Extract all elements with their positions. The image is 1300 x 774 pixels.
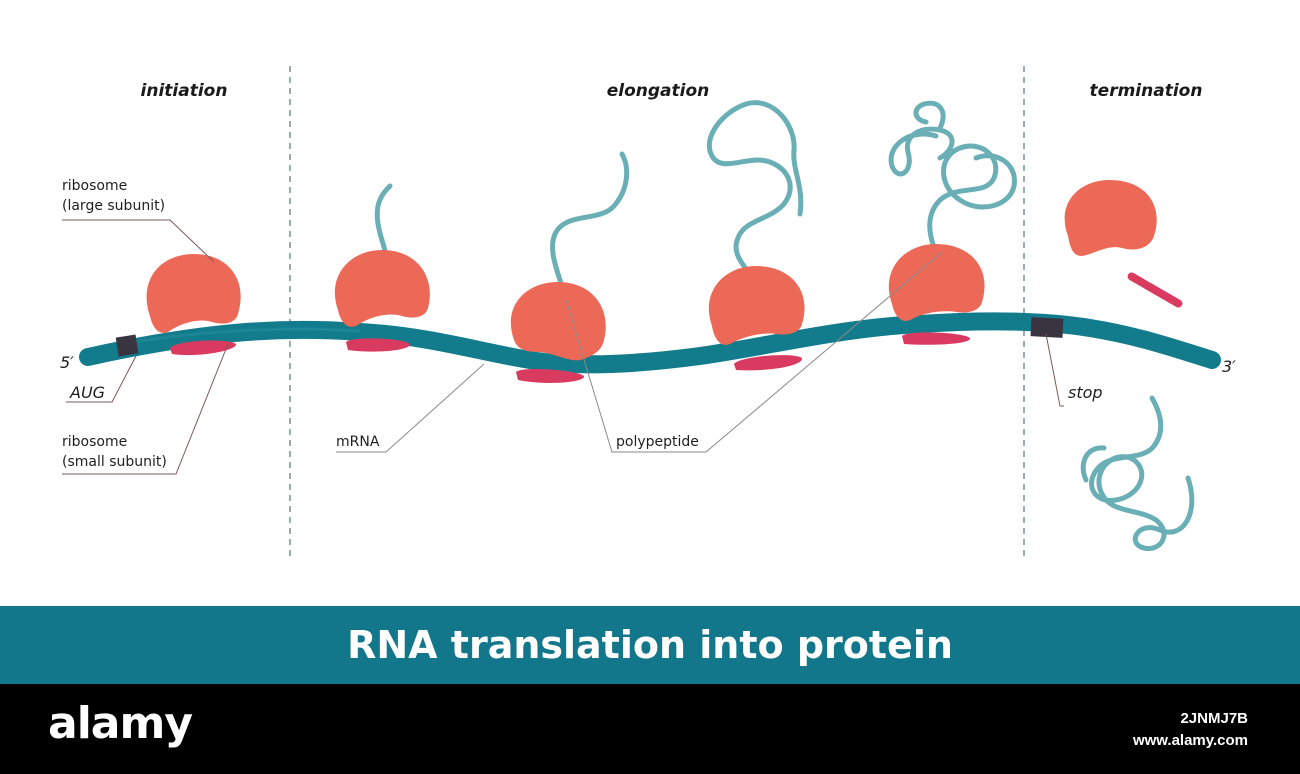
phase-termination: termination — [1090, 81, 1203, 101]
footer-bar: alamy 2JNMJ7B www.alamy.com — [0, 684, 1300, 774]
released-large-subunit — [1064, 180, 1157, 256]
start-codon-segment — [115, 334, 139, 357]
leader-lines — [62, 219, 1064, 475]
released-small-subunit — [1127, 272, 1183, 308]
ribosome-elongation-3 — [708, 266, 805, 371]
label-mrna: mRNA — [336, 434, 380, 450]
label-stop-codon: stop — [1068, 383, 1103, 402]
polypeptide-chain-2 — [550, 151, 630, 303]
label-large-subunit: ribosome — [62, 178, 127, 194]
stop-codon-segment — [1030, 317, 1064, 338]
ribosome-elongation-4 — [888, 244, 985, 345]
label-start-codon: AUG — [69, 383, 105, 402]
phase-initiation: initiation — [141, 81, 228, 101]
ribosome-elongation-2 — [510, 282, 606, 383]
brand-logo: alamy — [48, 698, 193, 749]
polypeptide-chain-4 — [888, 100, 1017, 255]
label-small-subunit: ribosome — [62, 434, 127, 450]
image-id: 2JNMJ7B — [1180, 710, 1248, 727]
polypeptide-chain-1 — [374, 183, 393, 268]
label-five-prime: 5′ — [60, 353, 74, 372]
site-url: www.alamy.com — [1132, 732, 1248, 749]
label-three-prime: 3′ — [1222, 357, 1236, 376]
label-polypeptide: polypeptide — [616, 434, 699, 450]
translation-diagram: initiation elongation termination — [60, 66, 1236, 560]
mrna-strand — [79, 312, 1221, 374]
page-title: RNA translation into protein — [347, 623, 953, 667]
ribosome-elongation-1 — [334, 250, 430, 352]
label-small-subunit-detail: (small subunit) — [62, 454, 167, 470]
label-large-subunit-detail: (large subunit) — [62, 198, 165, 214]
phase-elongation: elongation — [607, 81, 710, 101]
released-protein — [1080, 395, 1195, 551]
polypeptide-chain-3 — [706, 100, 804, 287]
title-banner: RNA translation into protein — [0, 606, 1300, 684]
ribosome-initiation — [146, 254, 241, 356]
